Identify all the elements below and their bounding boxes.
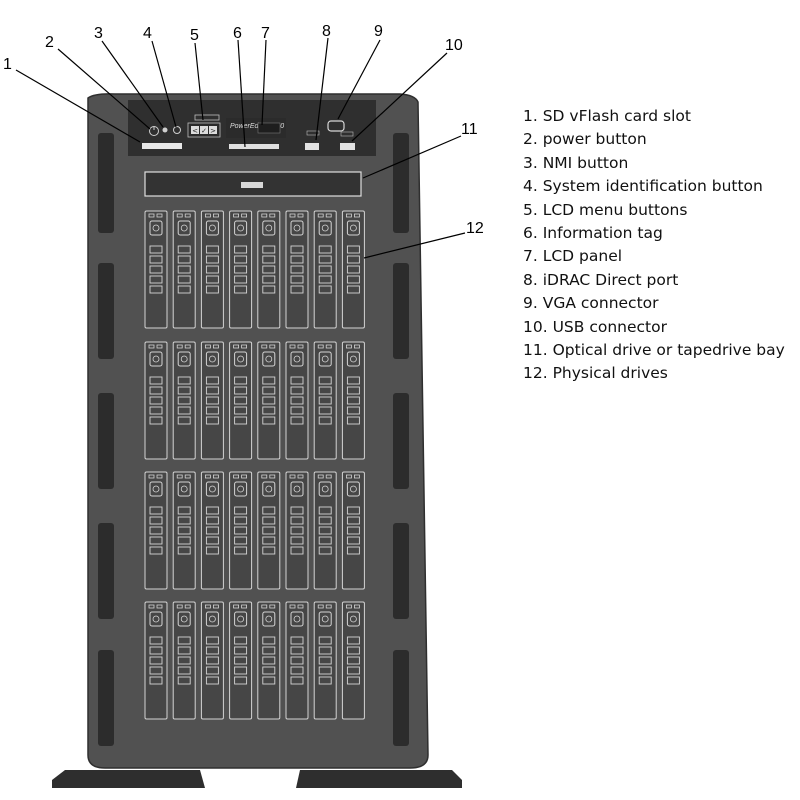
physical-drive xyxy=(313,601,337,720)
physical-drive xyxy=(229,210,253,329)
physical-drive xyxy=(229,471,253,590)
legend-item: 11. Optical drive or tapedrive bay xyxy=(523,341,785,360)
physical-drive xyxy=(229,341,253,460)
legend-item: 2. power button xyxy=(523,130,647,149)
vga-connector xyxy=(327,120,345,132)
physical-drive xyxy=(172,601,196,720)
sd-vflash-slot xyxy=(142,143,182,149)
system-id-button xyxy=(173,126,181,134)
physical-drive xyxy=(144,601,168,720)
physical-drive xyxy=(200,471,224,590)
legend-item: 1. SD vFlash card slot xyxy=(523,107,691,125)
physical-drive xyxy=(144,471,168,590)
physical-drive xyxy=(200,341,224,460)
physical-drive-bays xyxy=(144,210,365,720)
physical-drive xyxy=(341,210,365,329)
legend-item: 12. Physical drives xyxy=(523,364,668,383)
physical-drive xyxy=(172,341,196,460)
physical-drive xyxy=(341,601,365,720)
legend-item: 10. USB connector xyxy=(523,317,667,336)
physical-drive xyxy=(341,341,365,460)
callout-6: 6 xyxy=(233,25,242,42)
callout-2: 2 xyxy=(45,34,54,51)
callout-1: 1 xyxy=(3,56,12,73)
physical-drive xyxy=(313,341,337,460)
leader-lines xyxy=(15,37,466,259)
physical-drive xyxy=(285,601,309,720)
callout-3: 3 xyxy=(94,25,103,42)
physical-drive xyxy=(341,471,365,590)
callout-4: 4 xyxy=(143,25,152,42)
physical-drive xyxy=(257,210,281,329)
nmi-button xyxy=(162,127,168,133)
callout-10: 10 xyxy=(445,37,463,54)
left-foot xyxy=(52,770,205,788)
physical-drive xyxy=(229,601,253,720)
lcd-button-right-glyph: > xyxy=(210,127,216,135)
physical-drive xyxy=(257,341,281,460)
component-legend: 1. SD vFlash card slot 2. power button 3… xyxy=(523,105,785,386)
physical-drive xyxy=(313,210,337,329)
legend-item: 5. LCD menu buttons xyxy=(523,200,688,219)
physical-drive xyxy=(200,601,224,720)
right-foot xyxy=(296,770,462,788)
physical-drive xyxy=(285,471,309,590)
callout-7: 7 xyxy=(261,25,270,42)
information-tag xyxy=(229,144,279,149)
physical-drive xyxy=(285,341,309,460)
idrac-direct-port xyxy=(305,143,319,150)
physical-drive xyxy=(313,471,337,590)
callout-8: 8 xyxy=(322,23,331,40)
physical-drive xyxy=(257,601,281,720)
legend-item: 6. Information tag xyxy=(523,224,663,243)
callout-9: 9 xyxy=(374,23,383,40)
physical-drive xyxy=(144,210,168,329)
physical-drive xyxy=(257,471,281,590)
physical-drive xyxy=(144,341,168,460)
callout-12: 12 xyxy=(466,220,484,237)
legend-item: 8. iDRAC Direct port xyxy=(523,270,679,289)
physical-drive xyxy=(285,210,309,329)
usb-port-left-panel xyxy=(194,114,220,121)
legend-item: 9. VGA connector xyxy=(523,294,659,313)
callout-5: 5 xyxy=(190,27,199,44)
legend-item: 4. System identification button xyxy=(523,177,763,196)
legend-item: 3. NMI button xyxy=(523,153,629,172)
model-label: PowerEdge T630 xyxy=(230,123,284,130)
physical-drive xyxy=(172,210,196,329)
legend-item: 7. LCD panel xyxy=(523,247,623,266)
usb-connector xyxy=(340,143,355,150)
side-vents-right xyxy=(393,133,409,746)
lcd-button-select-glyph: ✓ xyxy=(201,127,207,135)
lcd-button-left-glyph: < xyxy=(192,127,198,135)
lcd-panel xyxy=(257,122,281,134)
callout-11: 11 xyxy=(461,121,478,138)
side-vents-left xyxy=(98,133,114,746)
physical-drive xyxy=(172,471,196,590)
physical-drive xyxy=(200,210,224,329)
